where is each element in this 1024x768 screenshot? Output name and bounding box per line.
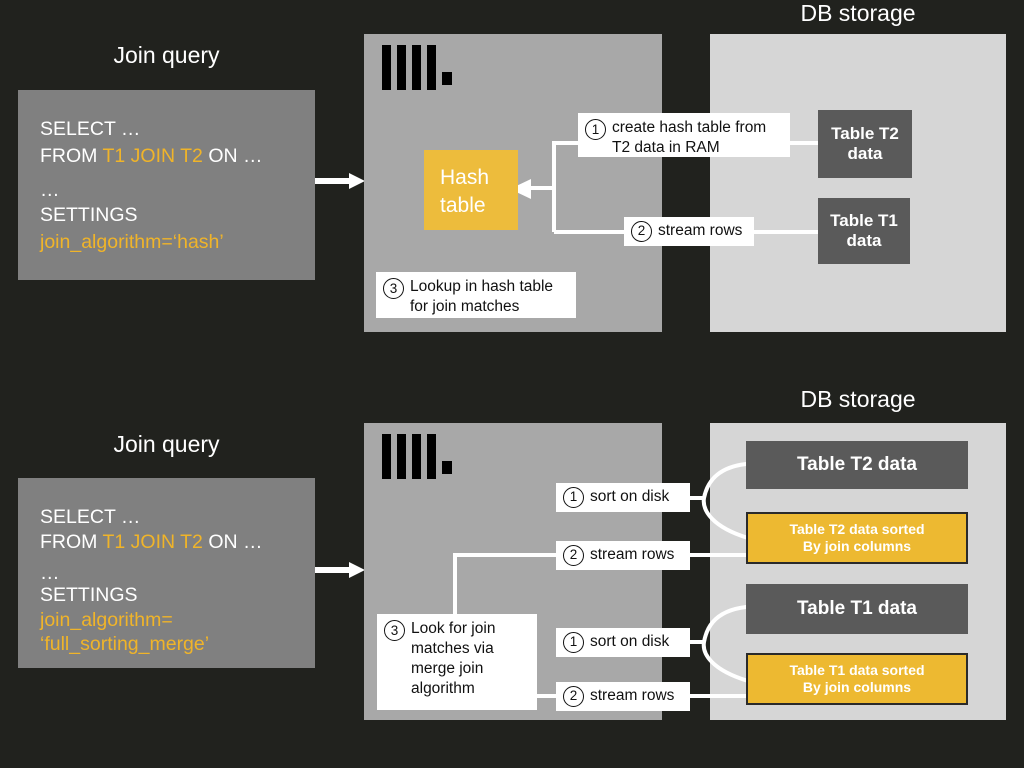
callout-text-stream-t2: stream rows	[590, 546, 675, 563]
clickhouse-logo-icon	[382, 45, 454, 97]
callout-merge-join-lookup: 3 Look for join matches via merge join a…	[377, 614, 537, 710]
query-line-ellipsis: …	[40, 179, 60, 201]
join-query-title-bottom: Join query	[113, 431, 220, 457]
callout-stream-rows-top: 2 stream rows	[624, 217, 754, 246]
callout-stream-rows-t2: 2 stream rows	[556, 541, 690, 570]
table-chip-t1-data: Table T1 data	[818, 198, 910, 264]
query-line-from-2: FROM T1 JOIN T2 ON …	[40, 531, 263, 553]
table-chip-t1-sorted: Table T1 data sorted By join columns	[746, 653, 968, 705]
callout-stream-rows-t1: 2 stream rows	[556, 682, 690, 711]
callout-text-sort-t2: sort on disk	[590, 488, 670, 505]
db-storage-title-top: DB storage	[800, 0, 916, 26]
query-to-server-arrow-top	[315, 172, 367, 190]
db-storage-title-bottom: DB storage	[800, 386, 916, 412]
callout-number-1-t1: 1	[563, 631, 584, 653]
query-tables-top: T1 JOIN T2	[102, 145, 203, 167]
query-line-ellipsis-2: …	[40, 562, 60, 584]
callout-lookup-hash-table: 3 Lookup in hash table for join matches	[376, 272, 576, 318]
callout-create-hash-table: 1 create hash table from T2 data in RAM	[578, 113, 790, 157]
query-line-join-algorithm-value-2: ‘full_sorting_merge’	[40, 633, 210, 655]
clickhouse-logo-icon-bottom	[382, 434, 454, 486]
table-chip-t2-data-bottom: Table T2 data	[746, 441, 968, 489]
query-line-settings: SETTINGS	[40, 204, 138, 226]
hash-table-label-line1: Hash	[440, 166, 490, 189]
query-line-from: FROM T1 JOIN T2 ON …	[40, 145, 263, 167]
callout-text-sort-t1: sort on disk	[590, 633, 670, 650]
query-line-select: SELECT …	[40, 118, 141, 140]
query-line-join-algorithm-2: join_algorithm=	[40, 609, 173, 631]
query-line-settings-2: SETTINGS	[40, 584, 138, 606]
callout-sort-on-disk-t2: 1 sort on disk	[556, 483, 690, 512]
callout-number-1: 1	[585, 119, 606, 140]
callout-sort-on-disk-t1: 1 sort on disk	[556, 628, 690, 657]
table-chip-t1-data-bottom: Table T1 data	[746, 584, 968, 634]
callout-text-3: Lookup in hash table for join matches	[410, 278, 554, 315]
join-query-box-bottom: SELECT … FROM T1 JOIN T2 ON … … SETTINGS…	[18, 478, 315, 668]
callout-number-3: 3	[383, 278, 404, 299]
callout-text-2: stream rows	[658, 222, 743, 239]
query-line-select-2: SELECT …	[40, 506, 141, 528]
query-to-server-arrow-bottom	[315, 561, 367, 579]
db-storage-panel-top	[710, 34, 1006, 332]
table-chip-t2-sorted: Table T2 data sorted By join columns	[746, 512, 968, 564]
callout-number-2: 2	[631, 220, 652, 242]
callout-number-2-t2: 2	[563, 544, 584, 566]
callout-number-3-merge: 3	[384, 620, 405, 641]
join-query-title-top: Join query	[113, 42, 220, 68]
callout-text-stream-t1: stream rows	[590, 687, 675, 704]
query-tables-bottom: T1 JOIN T2	[102, 531, 203, 553]
table-chip-t2-data: Table T2 data	[818, 110, 912, 178]
hash-table-label-line2: table	[440, 194, 486, 217]
join-query-box-top: SELECT … FROM T1 JOIN T2 ON … … SETTINGS…	[18, 90, 315, 280]
callout-number-1-t2: 1	[563, 486, 584, 508]
callout-text-1: create hash table from T2 data in RAM	[612, 119, 767, 156]
callout-number-2-t1: 2	[563, 685, 584, 707]
query-line-join-algorithm: join_algorithm=‘hash’	[40, 231, 224, 253]
callout-text-merge: Look for join matches via merge join alg…	[411, 620, 496, 697]
hash-table-box: Hash table	[424, 150, 518, 230]
